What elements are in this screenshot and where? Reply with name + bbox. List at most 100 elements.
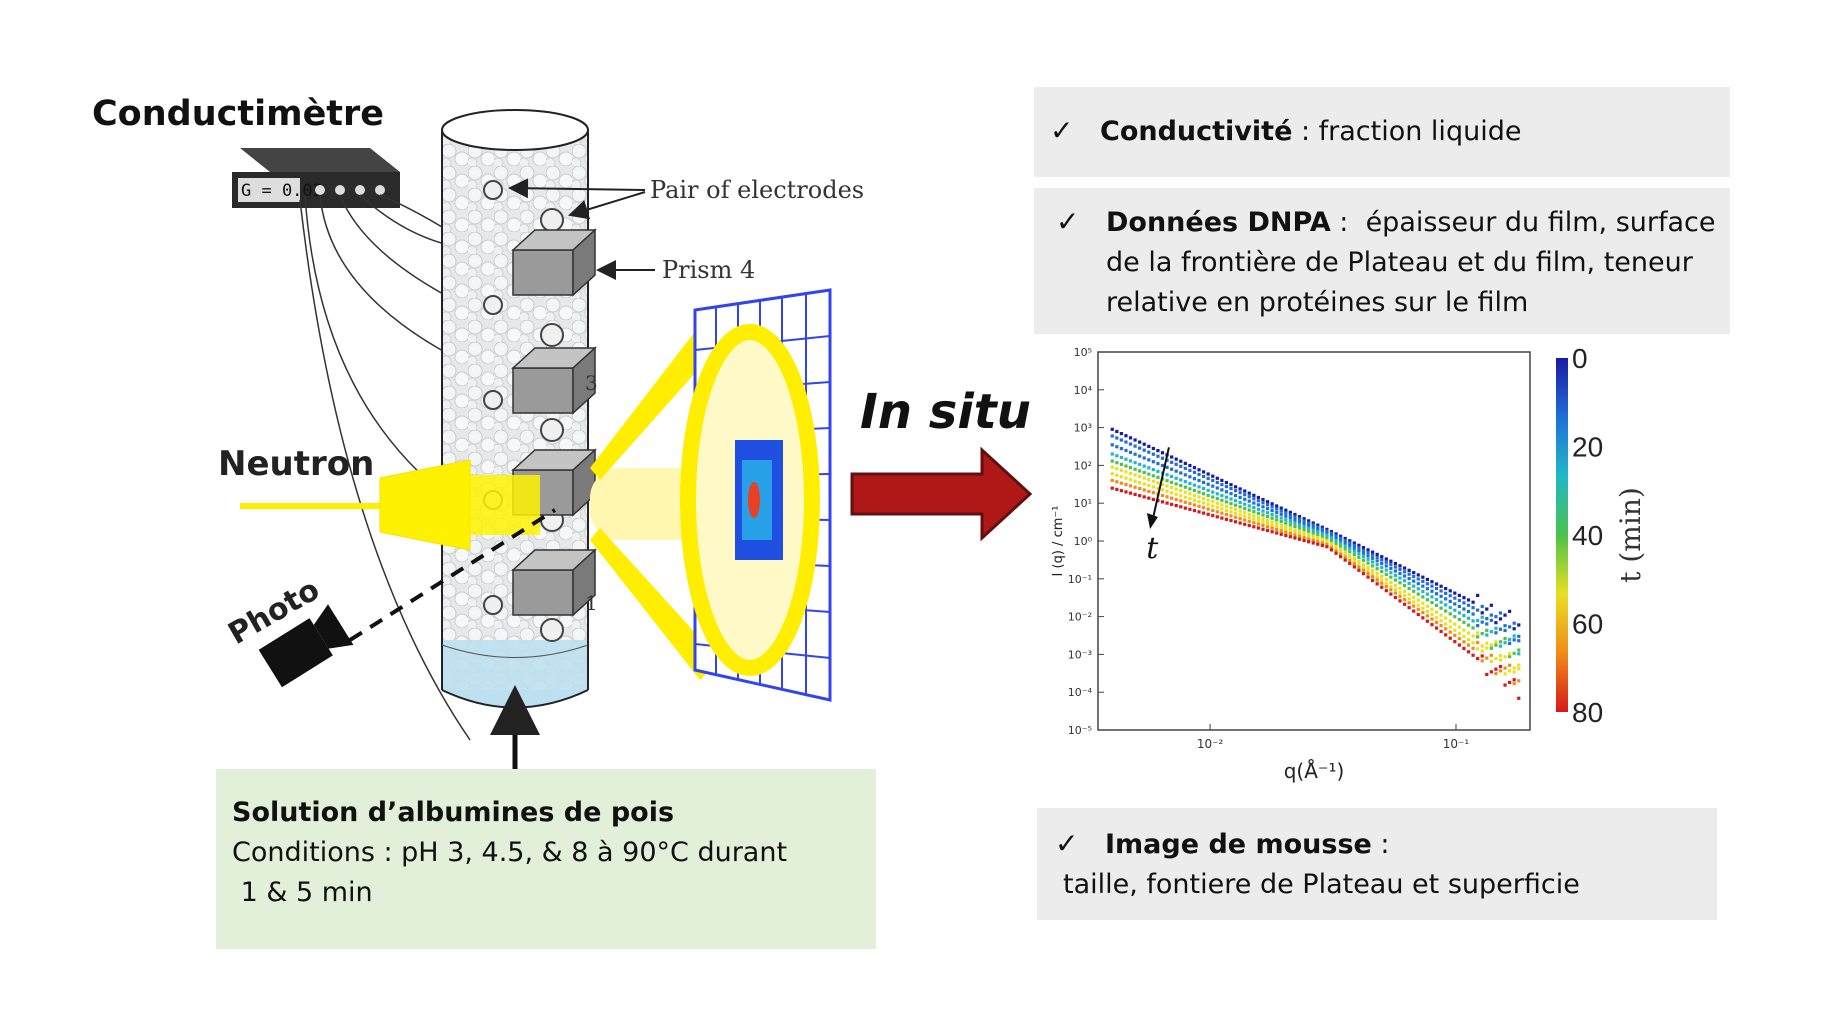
solution-conditions: Conditions : pH 3, 4.5, & 8 à 90°C duran… bbox=[232, 837, 788, 868]
data-point bbox=[1466, 603, 1471, 607]
data-point bbox=[1247, 495, 1251, 499]
data-point bbox=[1142, 442, 1146, 446]
data-point bbox=[1275, 527, 1279, 532]
data-point bbox=[1389, 592, 1393, 596]
data-point bbox=[1389, 584, 1393, 588]
data-point bbox=[1375, 563, 1379, 567]
data-point bbox=[1243, 497, 1247, 501]
data-point bbox=[1508, 637, 1512, 641]
data-point bbox=[1339, 541, 1343, 545]
data-point bbox=[1302, 517, 1306, 521]
data-point bbox=[1462, 628, 1466, 632]
data-point bbox=[1444, 633, 1448, 637]
data-point bbox=[1517, 679, 1521, 683]
data-point bbox=[1128, 484, 1133, 488]
data-point bbox=[1188, 497, 1192, 501]
data-point bbox=[1142, 470, 1146, 475]
data-point bbox=[1457, 643, 1461, 647]
data-point bbox=[1284, 511, 1288, 515]
data-point bbox=[1110, 452, 1114, 456]
data-point bbox=[1270, 508, 1274, 513]
in-situ-label: In situ bbox=[860, 384, 1031, 440]
data-point bbox=[1466, 609, 1471, 614]
data-point bbox=[1343, 541, 1347, 545]
data-point bbox=[1339, 550, 1343, 554]
data-point bbox=[1243, 522, 1247, 526]
colorbar-tick: 20 bbox=[1572, 432, 1603, 463]
data-point bbox=[1434, 620, 1439, 624]
data-point bbox=[1220, 516, 1224, 520]
data-point bbox=[1170, 467, 1174, 471]
data-point bbox=[1316, 536, 1320, 540]
data-point bbox=[1339, 548, 1343, 552]
data-point bbox=[1138, 494, 1142, 498]
data-point bbox=[1489, 630, 1493, 634]
data-point bbox=[1471, 606, 1475, 610]
x-axis-label: q(Å⁻¹) bbox=[1284, 759, 1345, 783]
data-point bbox=[1279, 509, 1283, 513]
data-point bbox=[1316, 542, 1320, 546]
data-point bbox=[1412, 574, 1416, 579]
data-point bbox=[1370, 553, 1375, 557]
data-point bbox=[1288, 535, 1292, 539]
data-point bbox=[1256, 515, 1261, 519]
data-point bbox=[1425, 619, 1430, 623]
data-point bbox=[1380, 578, 1384, 582]
electrode-pointer bbox=[568, 191, 646, 220]
data-point bbox=[1138, 454, 1142, 458]
data-point bbox=[1352, 543, 1356, 548]
data-point bbox=[1471, 612, 1475, 616]
data-point bbox=[1202, 470, 1206, 474]
data-point bbox=[1124, 457, 1128, 461]
data-point bbox=[1151, 491, 1155, 495]
dnpa-text-1: : épaisseur du film, surface bbox=[1330, 207, 1716, 238]
data-point bbox=[1421, 579, 1425, 583]
data-point bbox=[1466, 598, 1471, 602]
data-point bbox=[1183, 495, 1187, 499]
data-point bbox=[1348, 556, 1352, 560]
data-point bbox=[1128, 459, 1133, 463]
data-point bbox=[1334, 532, 1338, 536]
data-point bbox=[1503, 672, 1507, 676]
data-point bbox=[1211, 500, 1215, 504]
data-point bbox=[1375, 571, 1379, 576]
data-point bbox=[1348, 539, 1352, 543]
data-point bbox=[1183, 480, 1187, 484]
data-point bbox=[1357, 562, 1361, 566]
prism4-label: Prism 4 bbox=[662, 256, 755, 284]
data-point bbox=[1211, 490, 1215, 494]
camera-sightline bbox=[348, 508, 557, 642]
data-point bbox=[1444, 616, 1448, 620]
data-point bbox=[1352, 565, 1356, 569]
data-point bbox=[1494, 615, 1498, 619]
data-point bbox=[1302, 538, 1306, 543]
data-point bbox=[1494, 667, 1498, 671]
data-point bbox=[1138, 469, 1142, 473]
y-tick-label: 10¹ bbox=[1074, 497, 1092, 510]
data-point bbox=[1215, 480, 1219, 485]
image-text-2: taille, fontiere de Plateau et superfici… bbox=[1063, 869, 1580, 900]
y-tick-label: 10⁻⁴ bbox=[1068, 686, 1093, 699]
data-point bbox=[1192, 493, 1197, 497]
data-point bbox=[1110, 443, 1114, 447]
data-point bbox=[1329, 548, 1334, 552]
data-point bbox=[1421, 584, 1425, 588]
data-point bbox=[1384, 572, 1388, 576]
data-point bbox=[1179, 464, 1183, 468]
data-point bbox=[1115, 480, 1119, 484]
data-point bbox=[1421, 610, 1425, 615]
data-point bbox=[1115, 487, 1119, 492]
data-point bbox=[1233, 515, 1238, 519]
data-point bbox=[1233, 499, 1238, 503]
data-point bbox=[1439, 594, 1443, 598]
data-point bbox=[1398, 581, 1402, 585]
data-point bbox=[1407, 592, 1411, 596]
data-point bbox=[1325, 529, 1329, 533]
data-point bbox=[1224, 490, 1229, 494]
data-point bbox=[1453, 640, 1457, 644]
data-point bbox=[1334, 549, 1338, 553]
data-point bbox=[1517, 634, 1521, 638]
data-point bbox=[1265, 500, 1270, 504]
data-point bbox=[1393, 583, 1398, 587]
data-point bbox=[1517, 652, 1521, 656]
